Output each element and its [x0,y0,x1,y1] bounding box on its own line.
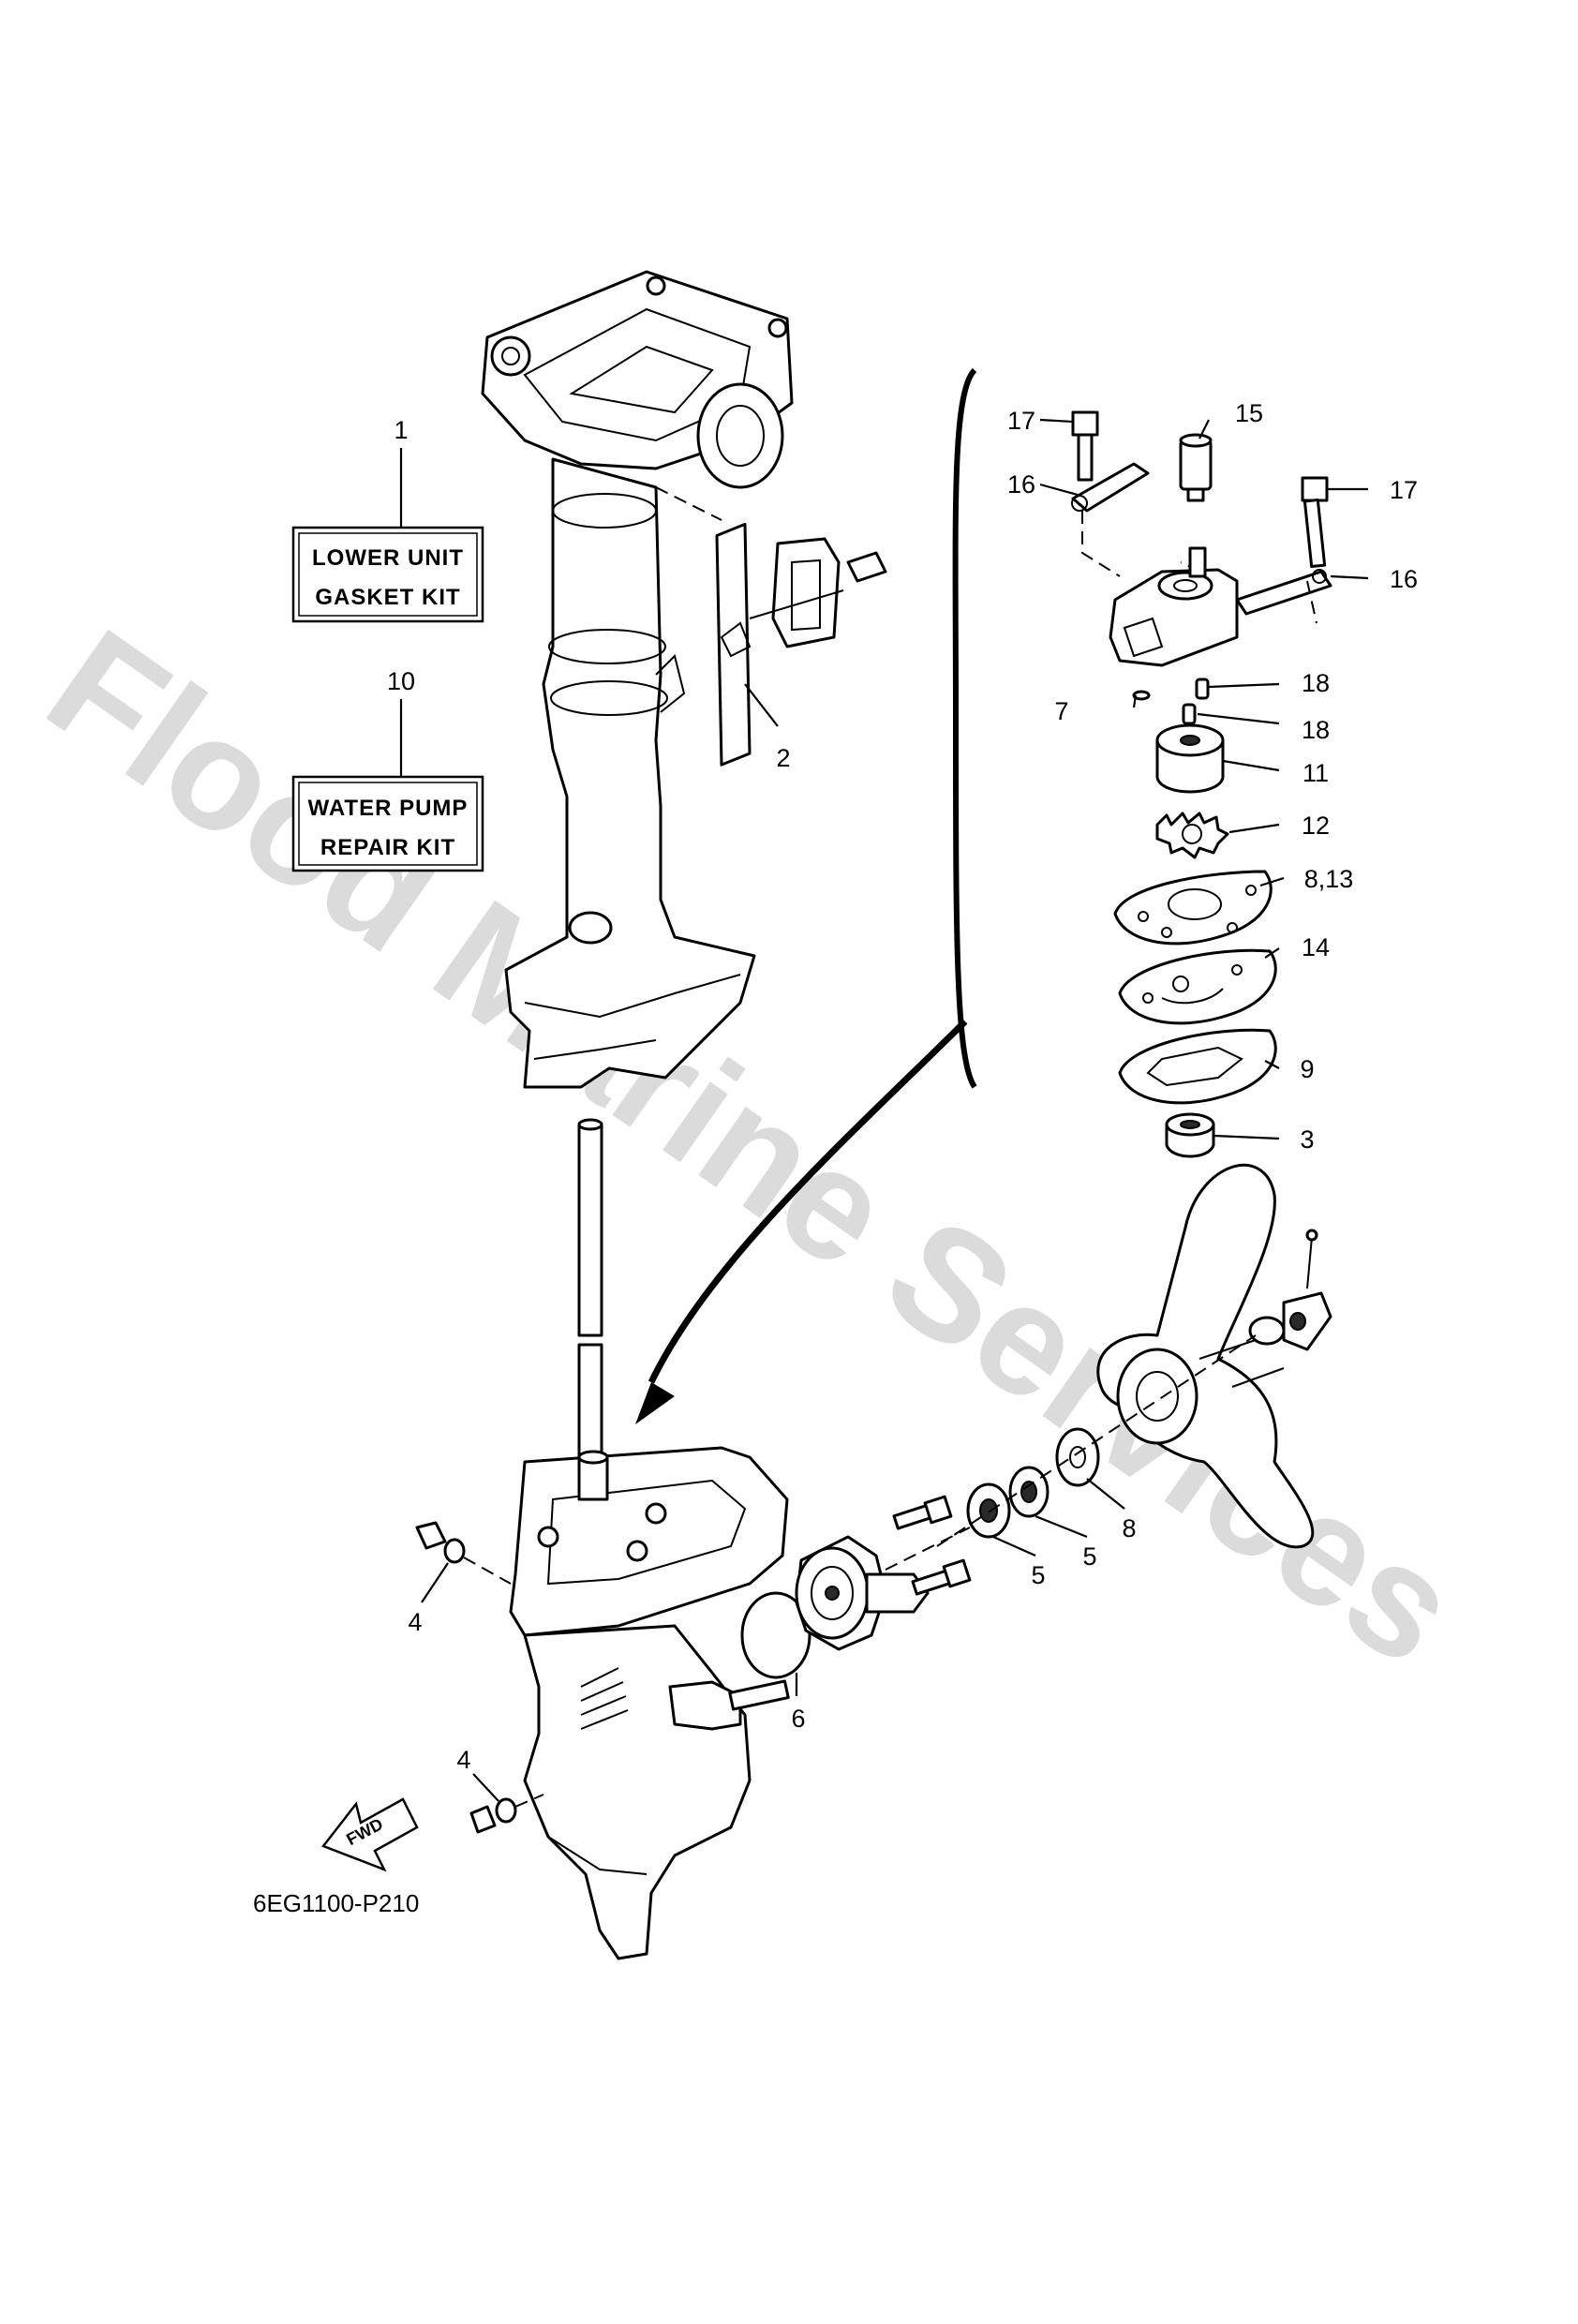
part-17-bolt-right [1301,476,1329,569]
water-pump-repair-kit-box: 10 WATER PUMP REPAIR KIT [291,667,484,872]
forward-direction-arrow: FWD [320,1797,419,1872]
callout-7: 7 [1054,697,1068,725]
part-15-sleeve [1179,433,1213,502]
kit-1-line1: LOWER UNIT [312,545,464,571]
part-5-seal-b [1008,1466,1050,1518]
pump-housing [1109,546,1239,667]
part-5-seal-a [966,1482,1011,1539]
callout-10: 10 [387,667,415,695]
callout-18-a: 18 [1302,669,1330,697]
kit-10-line2: REPAIR KIT [320,835,455,860]
callout-4-lower: 4 [456,1746,470,1774]
callout-12: 12 [1302,812,1330,840]
propeller-shaft-housing [795,1535,930,1651]
part-12-impeller [1155,812,1229,859]
propeller [1096,1163,1315,1549]
callout-6: 6 [791,1705,805,1733]
part-8-13-gasket [1113,870,1273,946]
callout-15: 15 [1235,399,1263,427]
part-4-plug-lower [469,1794,544,1834]
driveshaft-housing [481,270,794,1089]
part-3-oil-seal [1165,1112,1215,1158]
callout-8-13: 8,13 [1304,865,1354,893]
callout-8: 8 [1122,1514,1136,1542]
part-4-plug-upper [415,1521,512,1585]
propeller-nut [1248,1229,1332,1351]
callout-5-b: 5 [1082,1542,1096,1571]
part-7-pin [1132,690,1151,701]
water-pump-group [952,367,1369,1158]
callout-17-right: 17 [1390,476,1418,504]
callout-1: 1 [394,416,408,444]
part-2-bracket [655,486,887,767]
part-18-pin-b [1182,703,1197,725]
kit-10-line1: WATER PUMP [308,796,469,821]
part-14-plate [1118,948,1277,1025]
part-18-pin-a [1195,678,1210,700]
callout-16-right: 16 [1390,565,1418,593]
drive-shaft [577,1118,603,1497]
lower-unit-gasket-kit-box: 1 LOWER UNIT GASKET KIT [291,416,484,623]
part-6-o-ring [740,1591,811,1679]
part-16-plate-left [1071,462,1150,513]
callout-18-b: 18 [1302,716,1330,744]
callout-2: 2 [776,744,790,772]
callout-14: 14 [1302,933,1330,961]
diagram-code: 6EG1100-P210 [253,1889,419,1917]
callout-16-left: 16 [1007,470,1035,499]
gearcase [509,1446,790,1960]
callout-9: 9 [1300,1055,1314,1083]
part-16-plate-right [1235,570,1332,616]
callout-3: 3 [1300,1125,1314,1154]
part-9-gasket [1118,1028,1277,1105]
callout-17-left: 17 [1007,407,1035,435]
part-17-bolt-left [1071,410,1099,482]
kit-1-line2: GASKET KIT [315,585,460,610]
callout-4-upper: 4 [408,1608,422,1636]
part-11-insert [1155,723,1225,794]
part-8-washer [1055,1427,1100,1487]
housing-bolts [892,1495,972,1596]
callout-5-a: 5 [1031,1561,1045,1589]
callout-11: 11 [1303,759,1329,787]
